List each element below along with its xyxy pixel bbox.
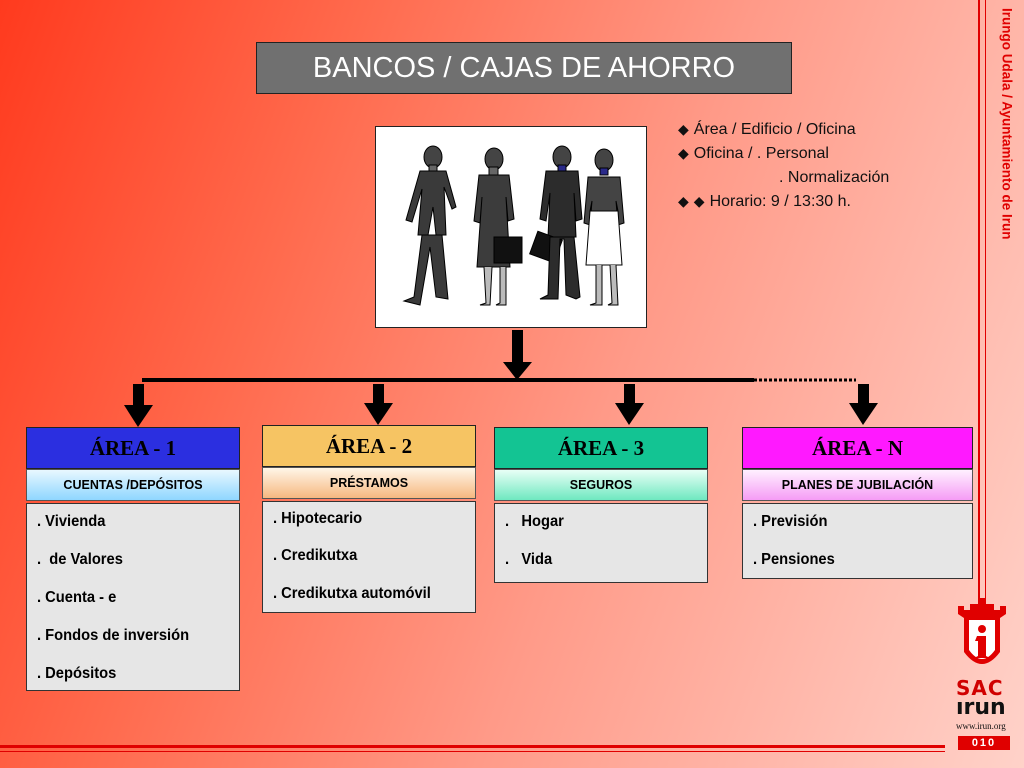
area-header-label: ÁREA - 2 <box>325 433 413 458</box>
area-1-subtitle: CUENTAS /DEPÓSITOS <box>26 469 240 501</box>
diamond-bullet-icon: ◆ <box>678 146 689 162</box>
logo-text-sac: SAC <box>956 676 1004 700</box>
area-n-header: ÁREA - N <box>742 427 973 469</box>
area-2-header: ÁREA - 2 <box>262 425 476 467</box>
down-arrow-head-icon <box>503 362 532 380</box>
diamond-bullet-icon: ◆ <box>693 194 705 210</box>
side-caption-text: Irungo Udala / Ayuntamiento de Irun <box>999 8 1015 240</box>
info-text: Oficina / . Personal <box>693 145 829 162</box>
woman-with-bag-figure <box>473 147 523 306</box>
man-with-briefcase-figure <box>529 145 583 300</box>
info-item: . Normalización <box>678 166 968 190</box>
area-n-list: . Previsión . Pensiones <box>742 503 973 579</box>
area-3-header: ÁREA - 3 <box>494 427 708 469</box>
area-header-label: ÁREA - 3 <box>557 435 645 460</box>
area-3-list: . Hogar . Vida <box>494 503 708 583</box>
woman-white-skirt-figure <box>583 148 625 306</box>
area-1-header: ÁREA - 1 <box>26 427 240 469</box>
list-item: . Vivienda <box>37 513 106 530</box>
down-arrow-icon <box>512 330 523 364</box>
horizontal-connector <box>142 378 754 382</box>
area-1-list: . Vivienda . de Valores . Cuenta - e . F… <box>26 503 240 691</box>
info-text: . Normalización <box>779 169 890 186</box>
page-number-badge: 010 <box>958 736 1010 750</box>
area-3-subtitle: SEGUROS <box>494 469 708 501</box>
diamond-bullet-icon: ◆ <box>678 194 689 210</box>
list-item: . Fondos de inversión <box>37 627 190 644</box>
sac-irun-logo-icon <box>958 598 1006 664</box>
list-item: . Previsión <box>753 513 828 530</box>
info-list: ◆Área / Edificio / Oficina ◆Oficina / . … <box>678 118 968 214</box>
diamond-bullet-icon: ◆ <box>678 122 689 138</box>
info-text: Horario: 9 / 13:30 h. <box>709 193 851 210</box>
info-item: ◆Área / Edificio / Oficina <box>678 118 968 142</box>
area-2-list: . Hipotecario . Credikutxa . Credikutxa … <box>262 501 476 613</box>
list-item: . de Valores <box>37 551 123 568</box>
area-n-subtitle: PLANES DE JUBILACIÓN <box>742 469 973 501</box>
list-item: . Hipotecario <box>273 510 363 527</box>
people-illustration <box>375 126 647 328</box>
list-item: . Pensiones <box>753 551 835 568</box>
list-item: . Credikutxa automóvil <box>273 585 431 602</box>
info-text: Área / Edificio / Oficina <box>693 121 856 138</box>
area-2-subtitle: PRÉSTAMOS <box>262 467 476 499</box>
man-walking-figure <box>402 145 457 306</box>
right-border-line <box>985 0 986 610</box>
list-item: . Hogar <box>505 513 564 530</box>
info-item: ◆◆Horario: 9 / 13:30 h. <box>678 190 968 214</box>
logo-text-irun: ırun <box>956 695 1006 720</box>
list-item: . Depósitos <box>37 665 117 682</box>
area-header-label: ÁREA - N <box>811 435 903 460</box>
business-people-image <box>402 145 625 306</box>
right-border-line <box>978 0 980 610</box>
bottom-border-line <box>0 751 945 752</box>
info-item: ◆Oficina / . Personal <box>678 142 968 166</box>
side-caption: Irungo Udala / Ayuntamiento de Irun <box>992 8 1022 338</box>
bottom-border-line <box>0 745 945 748</box>
connector-arrows <box>124 330 878 427</box>
list-item: . Vida <box>505 551 553 568</box>
page-title: BANCOS / CAJAS DE AHORRO <box>256 42 792 94</box>
list-item: . Credikutxa <box>273 547 358 564</box>
area-header-label: ÁREA - 1 <box>89 435 177 460</box>
logo-url: www.irun.org <box>956 721 1006 731</box>
list-item: . Cuenta - e <box>37 589 117 606</box>
